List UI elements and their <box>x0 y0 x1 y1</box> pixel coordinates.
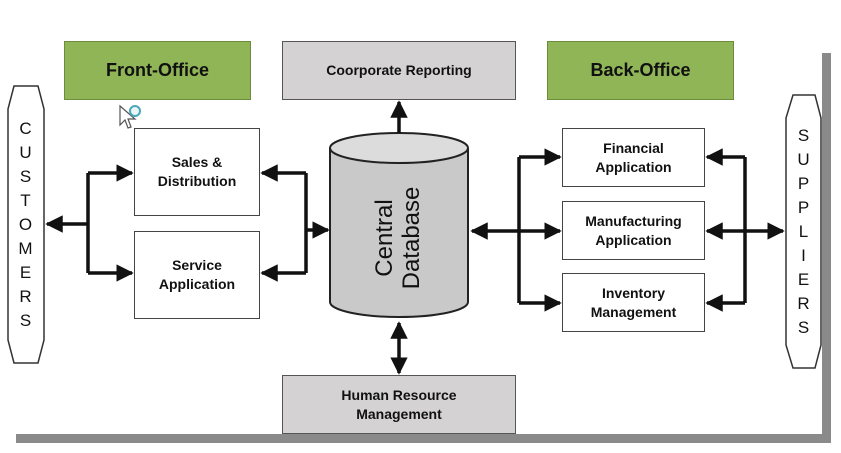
frame-shadow-bottom <box>16 434 831 443</box>
corporate-reporting-box: Coorporate Reporting <box>282 41 516 100</box>
customers-letter: M <box>18 239 34 258</box>
frame-shadow-right <box>822 53 831 443</box>
customers-letter: S <box>19 311 33 330</box>
customers-letter: S <box>19 167 33 186</box>
suppliers-letter: S <box>797 126 811 145</box>
inventory-management-box: Inventory Management <box>562 273 705 332</box>
suppliers-letter: P <box>797 198 811 217</box>
customers-letter: U <box>19 143 33 162</box>
customers-letter: R <box>19 287 33 306</box>
suppliers-letter: S <box>797 318 811 337</box>
customers-letter: T <box>20 191 32 210</box>
central-database-label: Central Database <box>371 186 425 290</box>
customers-letter: C <box>19 119 33 138</box>
back-office-header: Back-Office <box>547 41 734 100</box>
manufacturing-application-box: Manufacturing Application <box>562 201 705 260</box>
suppliers-letter: E <box>797 270 811 289</box>
service-application-box: Service Application <box>134 231 260 319</box>
suppliers-letter: L <box>798 222 810 241</box>
suppliers-letter: R <box>797 294 811 313</box>
suppliers-letter: U <box>797 150 811 169</box>
suppliers-letter: P <box>797 174 811 193</box>
suppliers-shape <box>785 94 822 369</box>
customers-letter: O <box>18 215 34 234</box>
suppliers-letter: I <box>801 246 807 265</box>
financial-application-box: Financial Application <box>562 128 705 187</box>
customers-shape <box>7 85 45 364</box>
customers-letter: E <box>19 263 33 282</box>
front-office-header: Front-Office <box>64 41 251 100</box>
human-resource-box: Human Resource Management <box>282 375 516 434</box>
cursor-arrow-icon <box>119 104 141 129</box>
sales-distribution-box: Sales & Distribution <box>134 128 260 216</box>
